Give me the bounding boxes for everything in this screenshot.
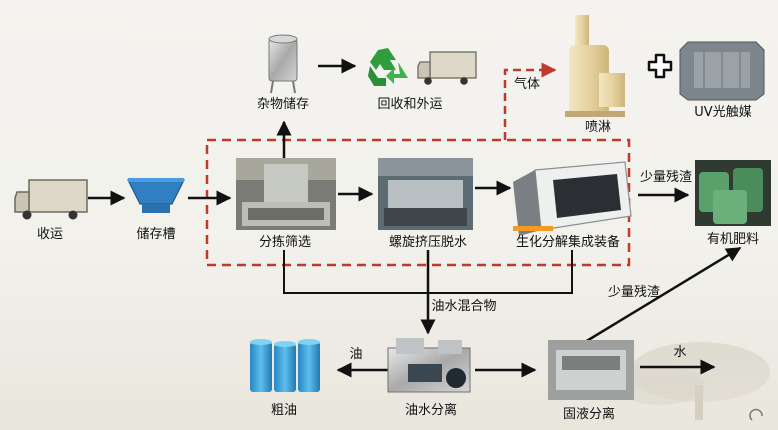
screw-press-photo [378,158,473,230]
label-fertilizer: 有机肥料 [706,232,760,247]
uv-photocatalysis-icon [679,41,765,101]
refresh-icon [749,408,763,421]
label-recycle: 回收和外运 [377,97,443,112]
label-small-residue-bottom: 少量残渣 [607,285,661,300]
label-screw-press: 螺旋挤压脱水 [388,235,468,250]
storage-tank-icon [268,34,298,94]
label-small-residue-top: 少量残渣 [639,170,693,185]
spray-tower-icon [565,15,625,117]
label-gas: 气体 [513,77,541,92]
recycle-truck-icon [417,51,477,85]
label-solid-liquid-sep: 固液分离 [562,407,616,422]
label-collect: 收运 [36,227,64,242]
solid-liquid-separator-photo [548,340,634,400]
label-crude-oil: 粗油 [270,403,298,418]
gas-flow-line [503,62,557,140]
sorting-machine-photo [236,158,336,230]
label-oil: 油 [349,347,363,362]
plus-icon [647,53,673,79]
label-oil-water-mix: 油水混合物 [431,299,497,314]
label-debris-storage: 杂物储存 [256,97,310,112]
label-storage-tank: 储存槽 [136,227,176,242]
truck-icon [14,179,88,220]
label-uv: UV光触媒 [694,105,752,120]
recycle-icon [368,48,408,86]
bio-decomposition-device-icon [513,161,632,236]
label-spray: 喷淋 [584,120,612,135]
label-bio-device: 生化分解集成装备 [515,235,621,250]
oil-water-separator-icon [387,338,471,393]
label-sorting: 分拣筛选 [258,235,312,250]
crude-oil-tanks-icon [250,339,320,392]
label-oil-water-sep: 油水分离 [404,403,458,418]
hopper-icon [127,178,185,213]
label-water: 水 [673,345,687,360]
arrow-solid-to-fertilizer [584,246,742,344]
background-tree [615,342,770,420]
organic-fertilizer-photo [695,160,771,226]
